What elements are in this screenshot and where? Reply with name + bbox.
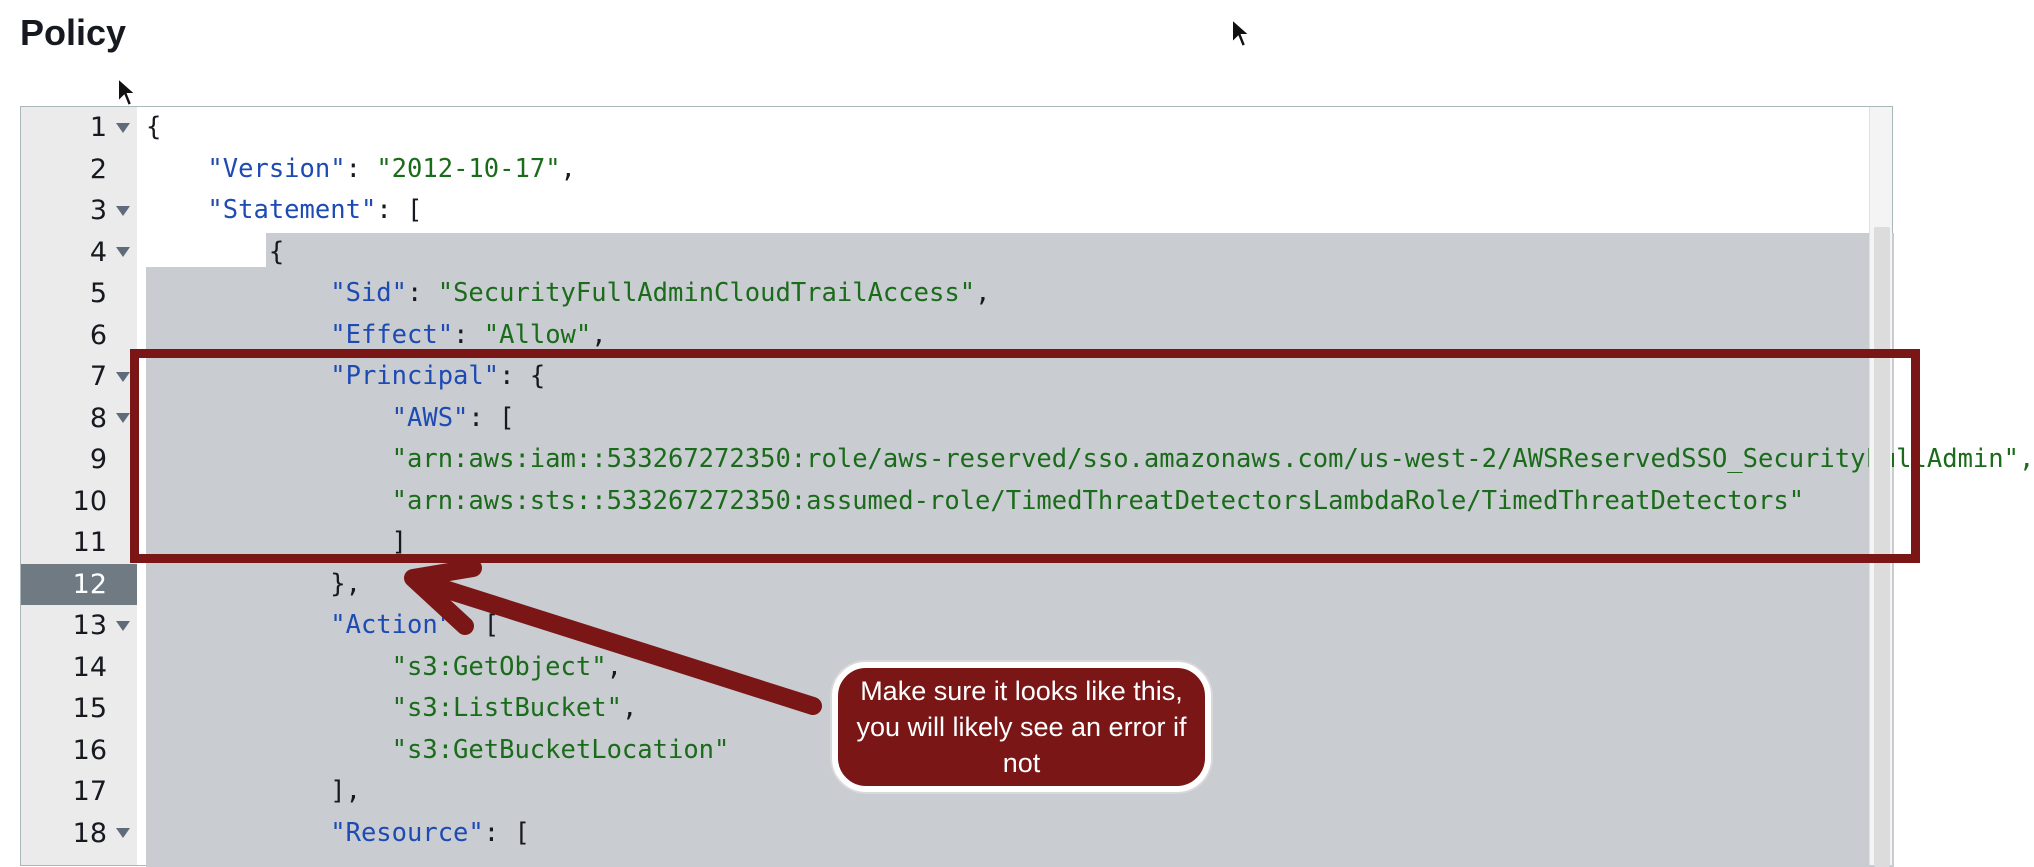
fold-toggle-icon[interactable]: [113, 813, 133, 855]
editor-line: 11: [21, 522, 1892, 564]
annotation-callout: Make sure it looks like this, you will l…: [832, 662, 1211, 792]
line-number: 1: [89, 112, 107, 143]
line-number: 17: [72, 776, 107, 807]
code-line-16[interactable]: "s3:GetBucketLocation": [391, 734, 730, 765]
code-line-1[interactable]: {: [146, 112, 162, 142]
editor-line: 8: [21, 398, 1892, 440]
fold-toggle-icon[interactable]: [113, 232, 133, 274]
line-number: 5: [89, 278, 107, 309]
page-title: Policy: [20, 12, 127, 53]
editor-line: 6: [21, 315, 1892, 357]
code-line-8[interactable]: "AWS": [: [391, 402, 515, 433]
code-line-6[interactable]: "Effect": "Allow",: [330, 319, 607, 350]
editor-line: 7: [21, 356, 1892, 398]
line-number: 12: [72, 568, 107, 600]
editor-line: 10: [21, 481, 1892, 523]
line-number: 14: [72, 651, 107, 683]
editor-line: 3: [21, 190, 1892, 232]
callout-text: Make sure it looks like this, you will l…: [856, 676, 1187, 778]
code-line-10[interactable]: "arn:aws:sts::533267272350:assumed-role/…: [391, 485, 1805, 516]
annotation-highlight-box: [130, 349, 1920, 563]
scrollbar-thumb[interactable]: [1874, 227, 1890, 867]
editor-line: 17: [21, 771, 1892, 813]
fold-toggle-icon[interactable]: [113, 398, 133, 440]
code-line-14[interactable]: "s3:GetObject",: [391, 651, 622, 682]
line-number: 4: [89, 236, 107, 268]
code-line-7[interactable]: "Principal": {: [330, 361, 546, 391]
code-line-12[interactable]: },: [330, 568, 361, 599]
line-number: 15: [72, 693, 107, 724]
editor-line: 16: [21, 730, 1892, 772]
line-number: 13: [72, 610, 107, 641]
line-number: 7: [89, 361, 107, 392]
line-number: 9: [89, 444, 107, 475]
editor-line: 13: [21, 605, 1892, 647]
code-line-15[interactable]: "s3:ListBucket",: [391, 693, 638, 723]
code-line-18[interactable]: "Resource": [: [330, 817, 530, 848]
editor-line: 18: [21, 813, 1892, 855]
editor-line: 9: [21, 439, 1892, 481]
code-line-13[interactable]: "Action": [: [330, 610, 500, 640]
editor-line: 15: [21, 688, 1892, 730]
editor-line: 14: [21, 647, 1892, 689]
editor-line: 5: [21, 273, 1892, 315]
annotation-arrow-icon: [404, 559, 822, 715]
text-selection: [266, 233, 1894, 267]
active-line-indicator: [21, 563, 137, 605]
mouse-cursor-icon: [1231, 16, 1253, 49]
line-number: 11: [72, 527, 107, 558]
code-line-5[interactable]: "Sid": "SecurityFullAdminCloudTrailAcces…: [330, 278, 991, 308]
fold-toggle-icon[interactable]: [113, 190, 133, 232]
line-number: 3: [89, 195, 107, 226]
line-number: 16: [72, 734, 107, 766]
code-line-4[interactable]: {: [268, 236, 285, 267]
code-line-11[interactable]: ]: [391, 527, 407, 557]
vertical-scrollbar[interactable]: [1869, 107, 1892, 867]
mouse-cursor-icon: [117, 75, 139, 108]
editor-line: 1: [21, 107, 1892, 149]
code-line-9[interactable]: "arn:aws:iam::533267272350:role/aws-rese…: [391, 444, 2034, 474]
line-number-gutter: [21, 107, 137, 865]
fold-toggle-icon[interactable]: [113, 107, 133, 149]
line-number: 10: [72, 485, 107, 517]
line-number: 6: [89, 319, 107, 351]
fold-toggle-icon[interactable]: [113, 356, 133, 398]
line-number: 18: [72, 817, 107, 849]
line-number: 2: [89, 153, 107, 185]
editor-line: 12: [21, 563, 1892, 605]
editor-line: 2: [21, 149, 1892, 191]
code-line-2[interactable]: "Version": "2012-10-17",: [207, 153, 576, 184]
fold-toggle-icon[interactable]: [113, 605, 133, 647]
line-number: 8: [89, 402, 107, 434]
code-line-17[interactable]: ],: [330, 776, 361, 806]
editor-line: 4: [21, 232, 1892, 274]
code-line-3[interactable]: "Statement": [: [207, 195, 423, 225]
